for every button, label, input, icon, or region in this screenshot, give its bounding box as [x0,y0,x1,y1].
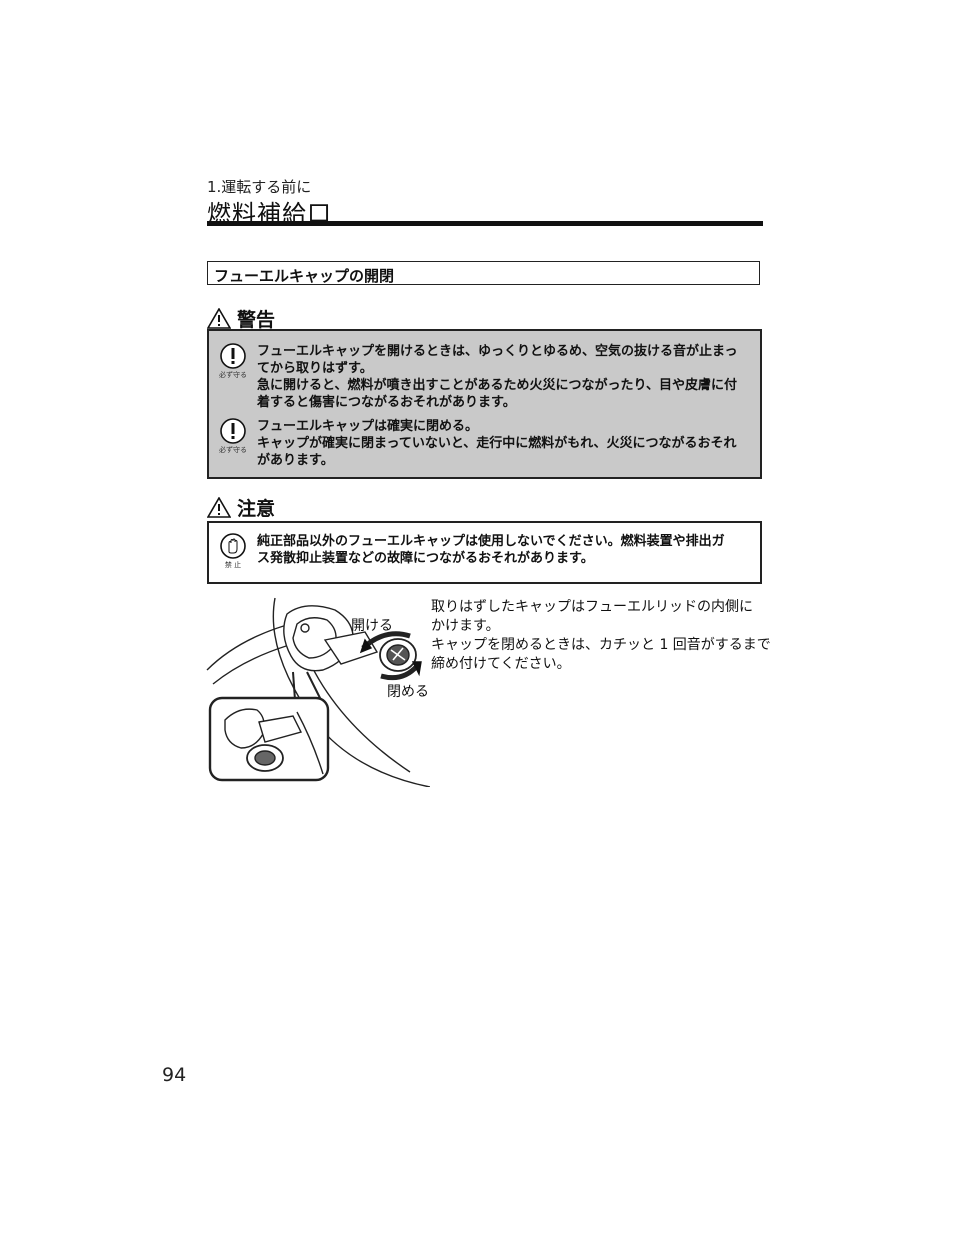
fuel-cap-illustration: 開ける 閉める [206,597,430,787]
text-line: 着すると傷害につながるおそれがあります。 [257,395,516,410]
open-label: 開ける [351,618,393,634]
text-line: キャップが確実に閉まっていないと、走行中に燃料がもれ、火災につながるおそれ [257,436,737,451]
text-line: 締め付けてください。 [431,656,571,672]
hand-stop-icon [220,533,246,559]
caution-item-1: 禁 止 純正部品以外のフューエルキャップは使用しないでください。燃料装置や排出ガ… [215,533,725,570]
page-number: 94 [162,1064,187,1086]
text-line: フューエルキャップを開けるときは、ゆっくりとゆるめ、空気の抜ける音が止まっ [257,344,738,359]
warning-heading: 警告 [207,305,275,332]
warning-box: 必ず守る フューエルキャップを開けるときは、ゆっくりとゆるめ、空気の抜ける音が止… [207,329,762,479]
text-line: ス発散抑止装置などの故障につながるおそれがあります。 [257,551,594,566]
text-line: があります。 [257,453,334,468]
title-rule [207,221,763,226]
caution-heading: 注意 [207,494,275,521]
caution-item-text: 純正部品以外のフューエルキャップは使用しないでください。燃料装置や排出ガ ス発散… [257,533,725,570]
badge-label: 必ず守る [219,371,247,379]
section-heading: フューエルキャップの開閉 [207,261,760,285]
chapter-label: 1.運転する前に [207,178,312,196]
badge-label: 必ず守る [219,446,247,454]
text-line: フューエルキャップは確実に閉める。 [257,419,479,434]
must-badge: 必ず守る [215,418,251,469]
text-line: 急に開けると、燃料が噴き出すことがあるため火災につながったり、目や皮膚に付 [257,378,737,393]
warning-item-text: フューエルキャップを開けるときは、ゆっくりとゆるめ、空気の抜ける音が止まっ てか… [257,343,737,411]
warning-triangle-icon [207,497,231,518]
exclamation-circle-icon [220,343,246,369]
badge-label: 禁 止 [224,561,242,569]
prohibited-badge: 禁 止 [215,533,251,570]
warning-heading-label: 警告 [237,309,276,331]
must-badge: 必ず守る [215,343,251,411]
caution-heading-label: 注意 [237,498,276,520]
exclamation-circle-icon [220,418,246,444]
caution-box: 禁 止 純正部品以外のフューエルキャップは使用しないでください。燃料装置や排出ガ… [207,521,762,584]
close-label: 閉める [387,684,429,700]
text-line: 純正部品以外のフューエルキャップは使用しないでください。燃料装置や排出ガ [257,534,725,549]
text-line: かけます。 [431,618,500,634]
warning-item-2: 必ず守る フューエルキャップは確実に閉める。 キャップが確実に閉まっていないと、… [215,418,736,469]
warning-item-1: 必ず守る フューエルキャップを開けるときは、ゆっくりとゆるめ、空気の抜ける音が止… [215,343,737,411]
body-paragraph: 取りはずしたキャップはフューエルリッドの内側に かけます。 キャップを閉めるとき… [431,598,771,674]
warning-item-text: フューエルキャップは確実に閉める。 キャップが確実に閉まっていないと、走行中に燃… [257,418,736,469]
text-line: キャップを閉めるときは、カチッと 1 回音がするまで [431,637,771,653]
text-line: 取りはずしたキャップはフューエルリッドの内側に [431,599,753,615]
text-line: てから取りはずす。 [257,361,373,376]
warning-triangle-icon [207,308,231,329]
